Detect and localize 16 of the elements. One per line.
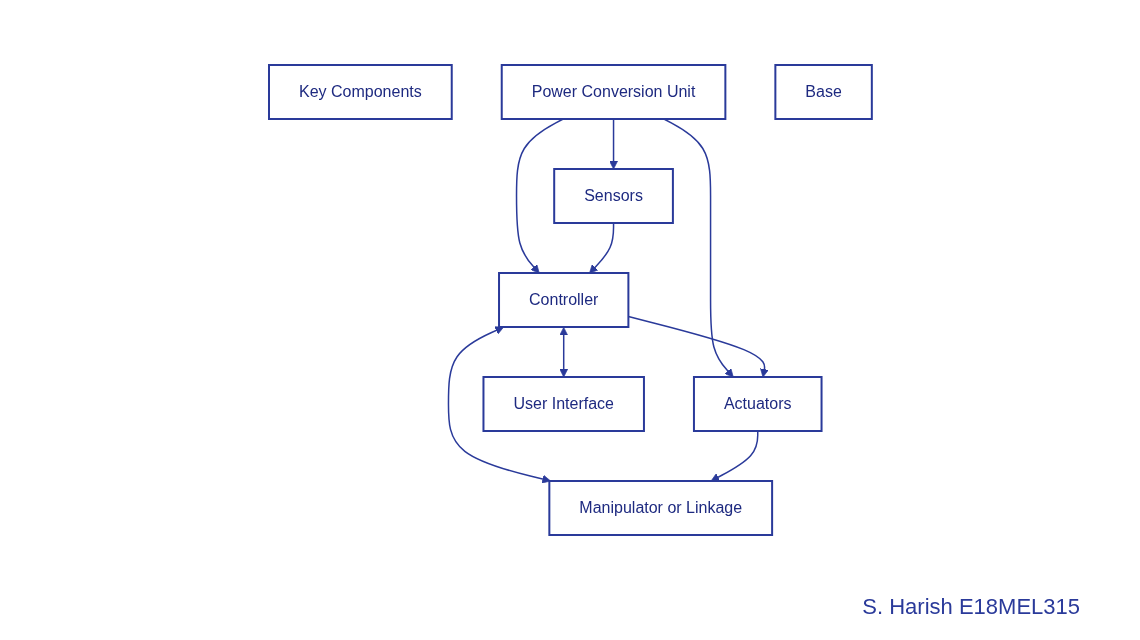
node-box: Controller	[497, 272, 629, 328]
node-box: Actuators	[692, 376, 823, 432]
node-box: Base	[773, 64, 873, 120]
arrow	[710, 430, 759, 482]
node-box: Power Conversion Unit	[500, 64, 726, 120]
arrow	[447, 326, 551, 484]
arrow	[558, 327, 568, 378]
node-box: Sensors	[552, 168, 674, 224]
arrow	[515, 118, 564, 274]
arrow	[608, 118, 618, 170]
arrow	[588, 222, 614, 274]
signature-text: S. Harish E18MEL315	[862, 594, 1080, 620]
arrow	[627, 315, 769, 378]
node-box: User Interface	[482, 376, 645, 432]
node-box: Manipulator or Linkage	[547, 480, 773, 536]
node-box: Key Components	[267, 64, 453, 120]
